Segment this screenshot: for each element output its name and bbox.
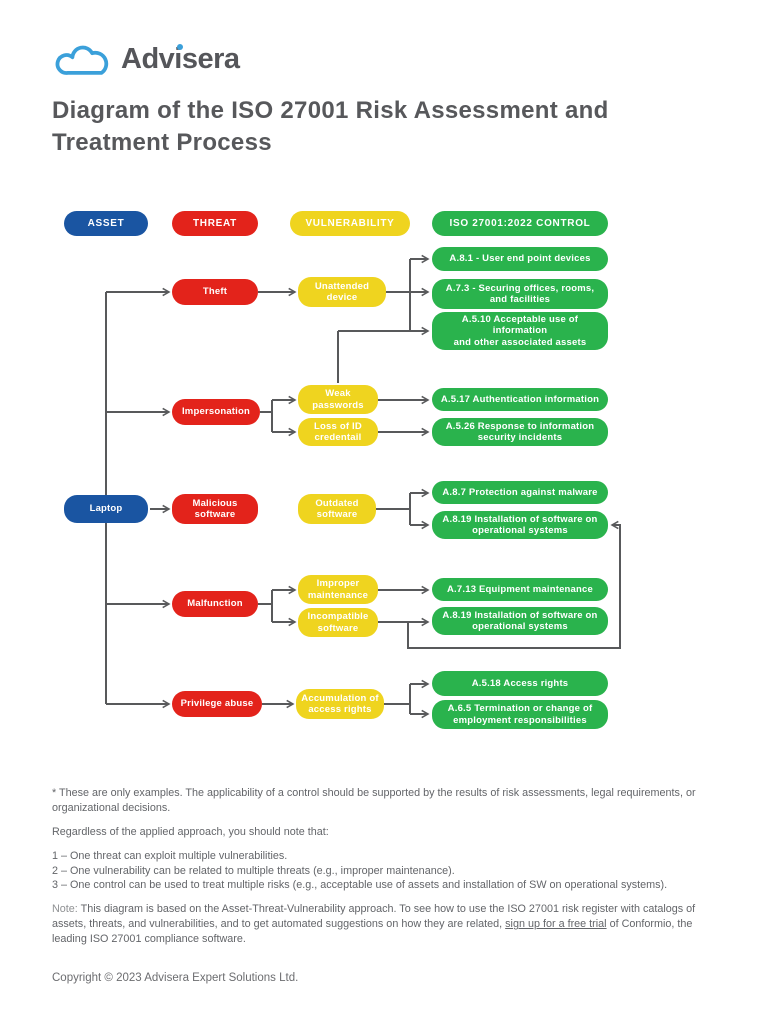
note-text-before-link: This diagram is based on the Asset-Threa…: [52, 903, 696, 931]
footnotes: * These are only examples. The applicabi…: [52, 786, 707, 956]
threat-node-malfunction: Malfunction: [172, 591, 258, 617]
control-node-a819-second: A.8.19 Installation of software on opera…: [432, 607, 608, 635]
control-node-a819-first: A.8.19 Installation of software on opera…: [432, 511, 608, 539]
vuln-node-improper-maintenance: Improper maintenance: [298, 575, 378, 604]
threat-header-pill: THREAT: [172, 211, 258, 236]
page-title: Diagram of the ISO 27001 Risk Assessment…: [52, 97, 609, 156]
control-node-a517: A.5.17 Authentication information: [432, 388, 608, 411]
control-node-a713: A.7.13 Equipment maintenance: [432, 578, 608, 601]
control-node-a665: A.6.5 Termination or change of employmen…: [432, 700, 608, 729]
asset-node-laptop: Laptop: [64, 495, 148, 523]
threat-node-malicious-software: Malicious software: [172, 494, 258, 524]
logo-wordmark: Advisera: [121, 38, 240, 80]
approach-intro-text: Regardless of the applied approach, you …: [52, 825, 329, 838]
asset-header-pill: ASSET: [64, 211, 148, 236]
vuln-node-loss-of-id: Loss of ID credentail: [298, 418, 378, 446]
note-label: Note:: [52, 903, 78, 916]
point-2: 2 – One vulnerability can be related to …: [52, 864, 455, 877]
vulnerability-header-pill: VULNERABILITY: [290, 211, 410, 236]
cloud-icon: [55, 45, 109, 75]
control-node-a87: A.8.7 Protection against malware: [432, 481, 608, 504]
control-node-a81: A.8.1 - User end point devices: [432, 247, 608, 271]
signup-free-trial-link[interactable]: sign up for a free trial: [505, 918, 607, 931]
threat-node-privilege-abuse: Privilege abuse: [172, 691, 262, 717]
disclaimer-text: * These are only examples. The applicabi…: [52, 787, 696, 814]
numbered-points: 1 – One threat can exploit multiple vuln…: [52, 849, 707, 894]
connector-plain-lines: [105, 259, 411, 714]
threat-node-theft: Theft: [172, 279, 258, 305]
control-node-a73: A.7.3 - Securing offices, rooms, and fac…: [432, 279, 608, 309]
point-1: 1 – One threat can exploit multiple vuln…: [52, 849, 288, 862]
vuln-node-accumulation-access-rights: Accumulation of access rights: [296, 689, 384, 719]
logo-i-dot: [177, 44, 183, 50]
point-3: 3 – One control can be used to treat mul…: [52, 879, 668, 892]
control-node-a518: A.5.18 Access rights: [432, 671, 608, 696]
vuln-node-outdated-software: Outdated software: [298, 494, 376, 524]
vuln-node-incompatible-software: Incompatible software: [298, 608, 378, 637]
copyright-text: Copyright © 2023 Advisera Expert Solutio…: [52, 972, 299, 984]
note-paragraph: Note: This diagram is based on the Asset…: [52, 902, 707, 947]
control-header-pill: ISO 27001:2022 CONTROL: [432, 211, 608, 236]
control-node-a510: A.5.10 Acceptable use of information and…: [432, 312, 608, 350]
note-text-after-link: of Conformio, the leading ISO 27001 comp…: [52, 918, 693, 946]
vuln-node-weak-passwords: Weak passwords: [298, 385, 378, 414]
vuln-node-unattended-device: Unattended device: [298, 277, 386, 307]
control-node-a526: A.5.26 Response to information security …: [432, 418, 608, 446]
advisera-logo: Advisera: [55, 38, 240, 80]
connector-arrow-lines: [106, 254, 621, 719]
threat-node-impersonation: Impersonation: [172, 399, 260, 425]
